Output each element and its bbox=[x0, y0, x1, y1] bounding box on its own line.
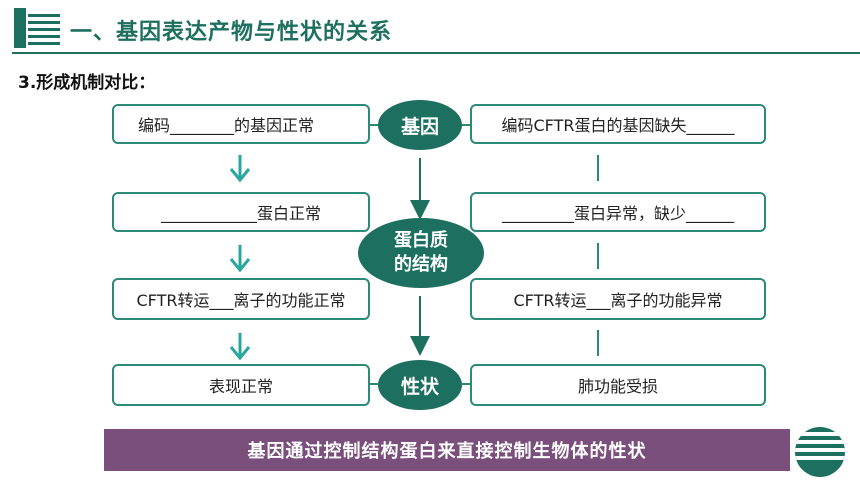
right-connector-2 bbox=[597, 243, 599, 269]
gene-node: 基因 bbox=[378, 100, 462, 150]
right-connector-3 bbox=[597, 330, 599, 356]
left-box-trait: 表现正常 bbox=[112, 364, 370, 406]
protein-node-line-1: 蛋白质 bbox=[394, 230, 448, 251]
left-box-function: CFTR转运___离子的功能正常 bbox=[112, 278, 370, 320]
trait-node: 性状 bbox=[378, 360, 462, 410]
left-arrow-3-icon bbox=[229, 333, 251, 361]
right-box-protein: _________蛋白异常，缺少______ bbox=[470, 192, 766, 232]
right-box-function: CFTR转运___离子的功能异常 bbox=[470, 278, 766, 320]
header-logo-icon bbox=[14, 8, 60, 48]
left-box-gene: 编码________的基因正常 bbox=[112, 104, 370, 144]
left-arrow-1-icon bbox=[229, 155, 251, 183]
protein-node-line-2: 的结构 bbox=[394, 254, 448, 275]
summary-banner: 基因通过控制结构蛋白来直接控制生物体的性状 bbox=[104, 429, 790, 471]
section-subtitle: 3.形成机制对比： bbox=[18, 73, 156, 93]
decorative-circle-icon bbox=[795, 427, 845, 477]
right-connector-1 bbox=[597, 155, 599, 181]
right-box-trait: 肺功能受损 bbox=[470, 364, 766, 406]
title-divider bbox=[12, 52, 860, 54]
left-box-protein: ____________蛋白正常 bbox=[112, 192, 370, 232]
right-box-gene: 编码CFTR蛋白的基因缺失______ bbox=[470, 104, 766, 144]
left-arrow-2-icon bbox=[229, 245, 251, 273]
protein-structure-node: 蛋白质 的结构 bbox=[358, 218, 484, 288]
page-title: 一、基因表达产物与性状的关系 bbox=[70, 20, 393, 45]
